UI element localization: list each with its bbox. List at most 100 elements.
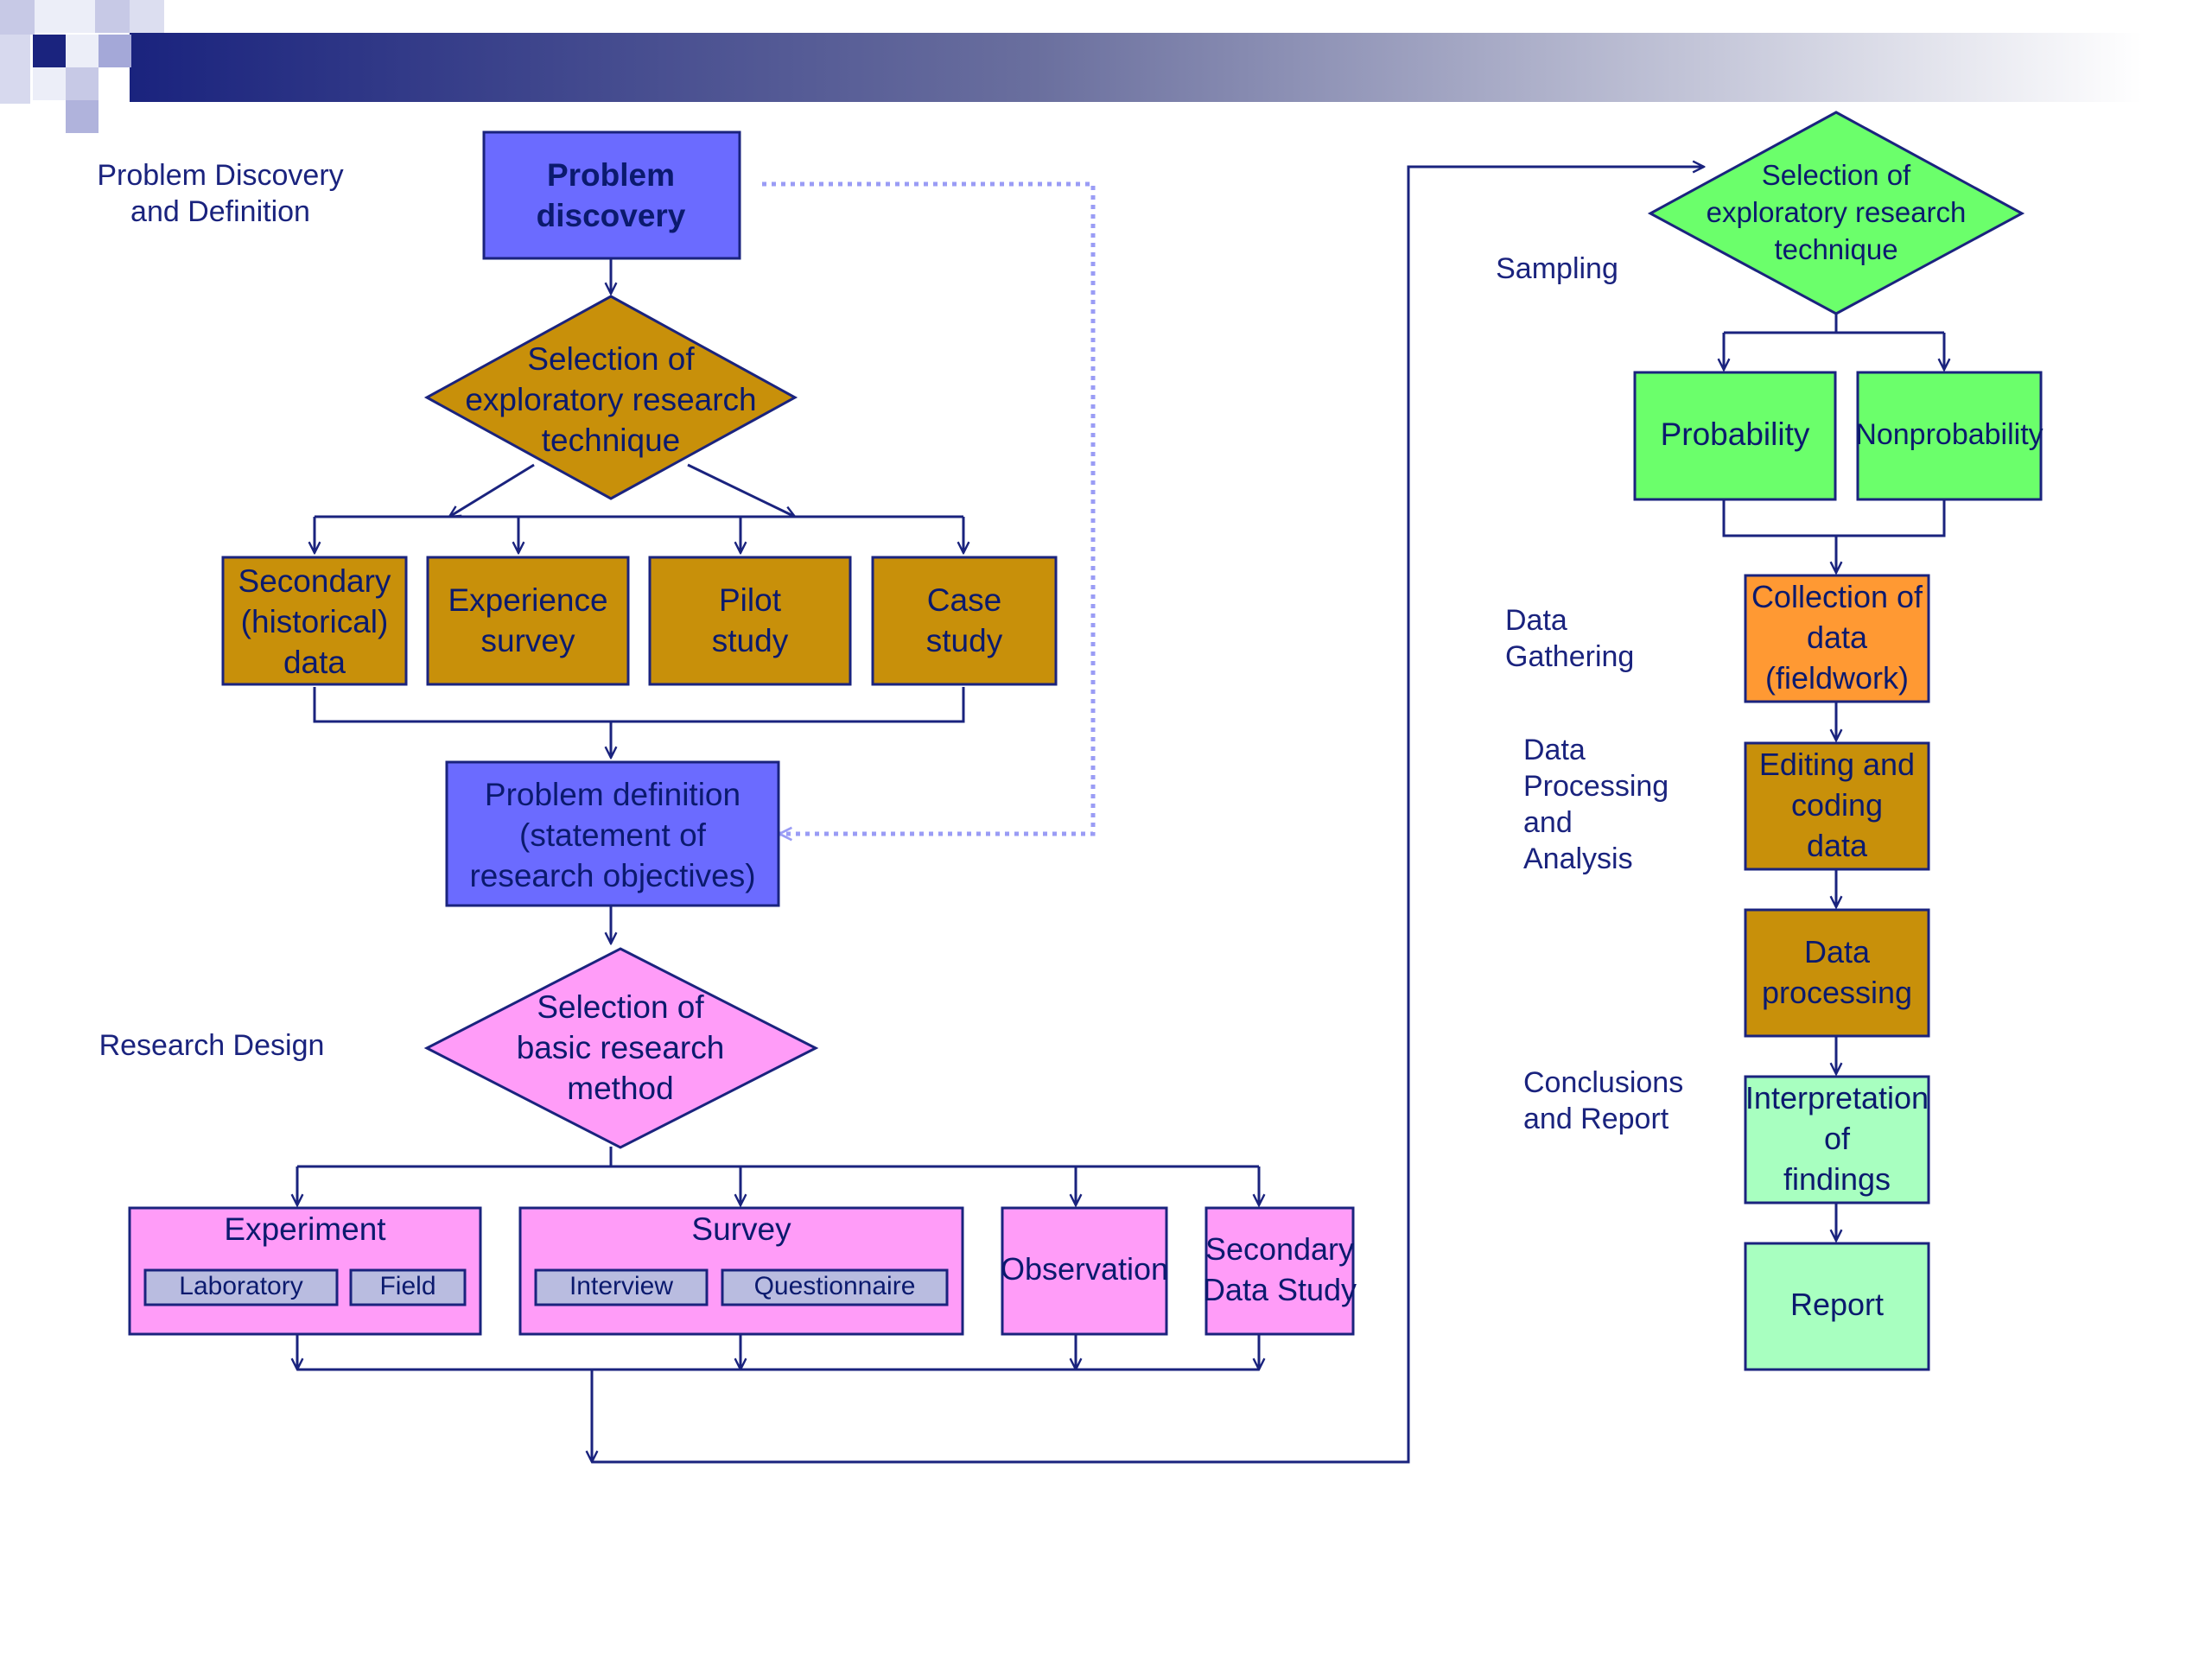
text-line: technique <box>542 423 680 458</box>
node-pilot-study-label: Pilot study <box>712 582 789 658</box>
text-line: survey <box>481 623 575 658</box>
banner-square <box>66 100 99 133</box>
node-nonprobability-label: Nonprobability <box>1855 418 2043 451</box>
text-line: Processing <box>1523 770 1669 803</box>
text-line: Experience <box>448 582 607 618</box>
node-nonprobability: Nonprobability <box>1855 371 2044 501</box>
connector <box>1724 314 1944 334</box>
text-line: data <box>1807 620 1868 655</box>
stage-label-sampling: Sampling <box>1496 252 1618 285</box>
text-line: Data Study <box>1203 1272 1357 1307</box>
text-line: Problem Discovery <box>97 159 343 192</box>
text-line: Secondary <box>1205 1231 1354 1267</box>
node-secondary-data-label: Secondary(historical)data <box>238 563 391 680</box>
text-line: technique <box>1774 233 1897 265</box>
header-banner <box>0 0 2143 133</box>
text-line: Interpretation <box>1745 1080 1929 1116</box>
node-field-label: Field <box>379 1272 435 1300</box>
stage-label-conclusions: Conclusions and Report <box>1523 1066 1683 1135</box>
node-experience-survey: Experience survey <box>426 556 630 686</box>
text-line: study <box>712 623 789 658</box>
text-line: data <box>1807 828 1868 863</box>
text-line: method <box>567 1071 673 1106</box>
node-problem-discovery-label: Problem discovery <box>537 157 686 233</box>
text-line: Data <box>1804 934 1871 969</box>
node-report-label: Report <box>1790 1287 1884 1322</box>
stage-label-research-design: Research Design <box>99 1029 325 1062</box>
node-report: Report <box>1744 1242 1930 1371</box>
connector <box>313 687 965 723</box>
text-line: (statement of <box>519 817 707 853</box>
connector <box>449 463 535 517</box>
node-selection-basic-label: Selection of basic research method <box>517 989 725 1106</box>
text-line: of <box>1824 1121 1851 1156</box>
text-line: coding <box>1791 787 1883 823</box>
node-observation-label: Observation <box>1001 1251 1168 1287</box>
text-line: Nonprobability <box>1855 418 2043 451</box>
text-line: basic research <box>517 1030 725 1065</box>
banner-square <box>99 35 131 67</box>
node-experience-survey-label: Experience survey <box>448 582 607 658</box>
node-survey-label: Survey <box>691 1211 791 1247</box>
text-line: Research Design <box>99 1029 325 1062</box>
text-line: Probability <box>1661 416 1810 452</box>
text-line: and <box>1523 806 1573 839</box>
connector <box>1722 499 1946 537</box>
banner-square <box>66 35 99 67</box>
banner-square <box>33 67 66 100</box>
text-line: and Report <box>1523 1103 1669 1135</box>
text-line: Survey <box>691 1211 791 1247</box>
connector <box>297 1147 1259 1168</box>
text-line: Data <box>1505 604 1567 637</box>
node-questionnaire-label: Questionnaire <box>754 1272 916 1300</box>
node-data-processing-label: Data processing <box>1762 934 1912 1010</box>
node-pilot-study: Pilot study <box>648 556 852 686</box>
node-observation: Observation <box>1001 1206 1168 1336</box>
text-line: Laboratory <box>179 1272 302 1300</box>
banner-square <box>130 0 164 33</box>
text-line: Secondary <box>238 563 391 599</box>
text-line: Interview <box>569 1272 673 1300</box>
text-line: Pilot <box>719 582 782 618</box>
node-interview-label: Interview <box>569 1272 673 1300</box>
node-experiment: Experiment Laboratory Field <box>128 1206 482 1336</box>
dotted-feedback-connector <box>762 181 1096 834</box>
banner-square <box>66 67 99 100</box>
node-probability: Probability <box>1633 371 1837 501</box>
text-line: Selection of <box>1762 159 1911 191</box>
node-survey: Survey Interview Questionnaire <box>518 1206 964 1336</box>
connectors <box>297 167 1944 1462</box>
text-line: Problem <box>547 157 675 193</box>
banner-square <box>0 0 35 35</box>
text-line: Observation <box>1001 1251 1168 1287</box>
text-line: Selection of <box>537 989 704 1025</box>
text-line: Problem definition <box>485 777 741 812</box>
banner-square <box>95 0 130 33</box>
text-line: processing <box>1762 975 1912 1010</box>
text-line: discovery <box>537 198 686 233</box>
text-line: (historical) <box>241 604 389 639</box>
text-line: Conclusions <box>1523 1066 1683 1099</box>
text-line: Questionnaire <box>754 1272 916 1300</box>
node-selection-basic: Selection of basic research method <box>423 947 819 1149</box>
node-laboratory-label: Laboratory <box>179 1272 302 1300</box>
text-line: Collection of <box>1751 579 1923 614</box>
connector <box>592 167 1704 1464</box>
node-data-processing: Data processing <box>1744 908 1930 1038</box>
